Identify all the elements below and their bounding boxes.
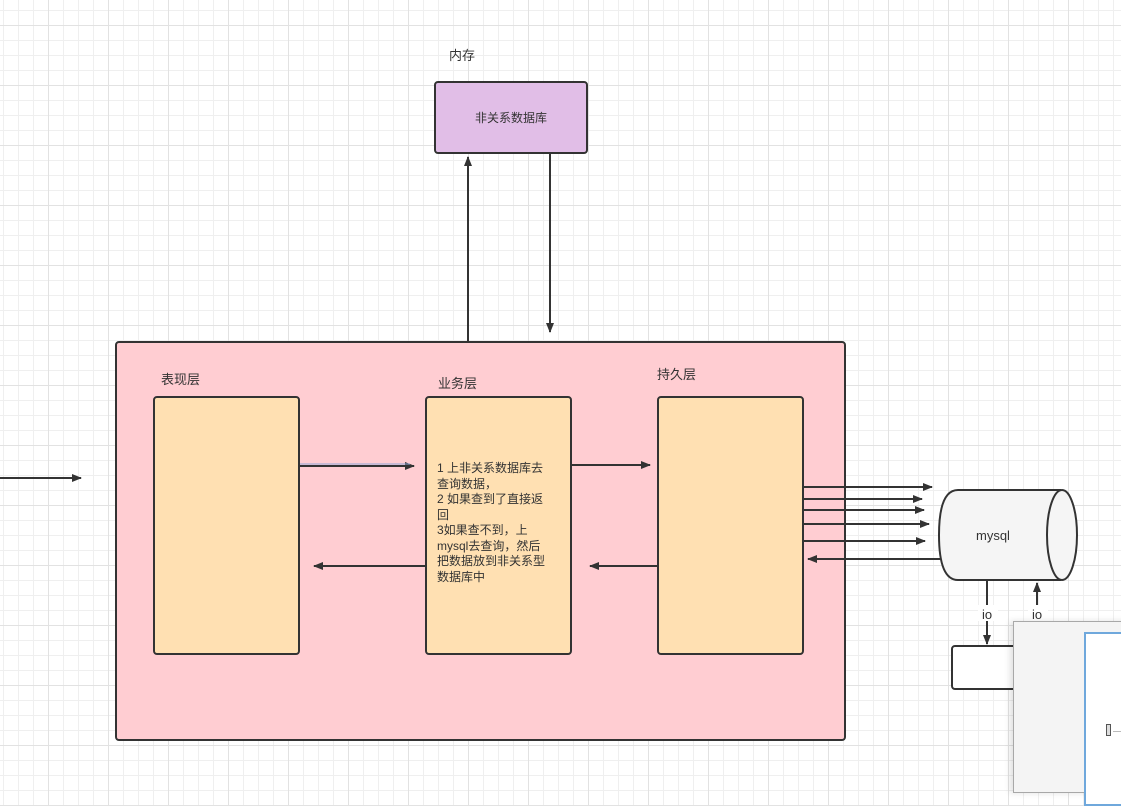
presentation-layer-box[interactable] [153, 396, 300, 655]
io-label-down: io [982, 607, 993, 622]
persistence-layer-box[interactable] [657, 396, 804, 655]
overlay-panel[interactable] [1013, 621, 1121, 806]
io-label-bg [1028, 605, 1048, 621]
io-label-bg [978, 605, 998, 621]
nosql-database-label: 非关系数据库 [474, 111, 547, 125]
persistence-layer-title: 持久层 [657, 367, 697, 382]
business-layer-description: 1 上非关系数据库去 查询数据， 2 如果查到了直接返 回 3如果查不到，上 m… [437, 461, 546, 584]
presentation-layer-title: 表现层 [161, 372, 201, 387]
mysql-cylinder [937, 489, 1078, 581]
diagram-edges [0, 154, 1078, 645]
memory-label: 内存 [449, 48, 476, 63]
resize-handle-icon[interactable] [1106, 724, 1111, 736]
business-layer-title: 业务层 [438, 376, 478, 391]
overlay-panel-canvas[interactable] [1084, 632, 1121, 806]
io-label-up: io [1032, 607, 1043, 622]
business-layer-box[interactable]: 1 上非关系数据库去 查询数据， 2 如果查到了直接返 回 3如果查不到，上 m… [425, 396, 572, 655]
mysql-label: mysql [976, 528, 1010, 543]
panel-guide-line [1113, 731, 1121, 732]
nosql-database-box[interactable]: 非关系数据库 [434, 81, 588, 154]
